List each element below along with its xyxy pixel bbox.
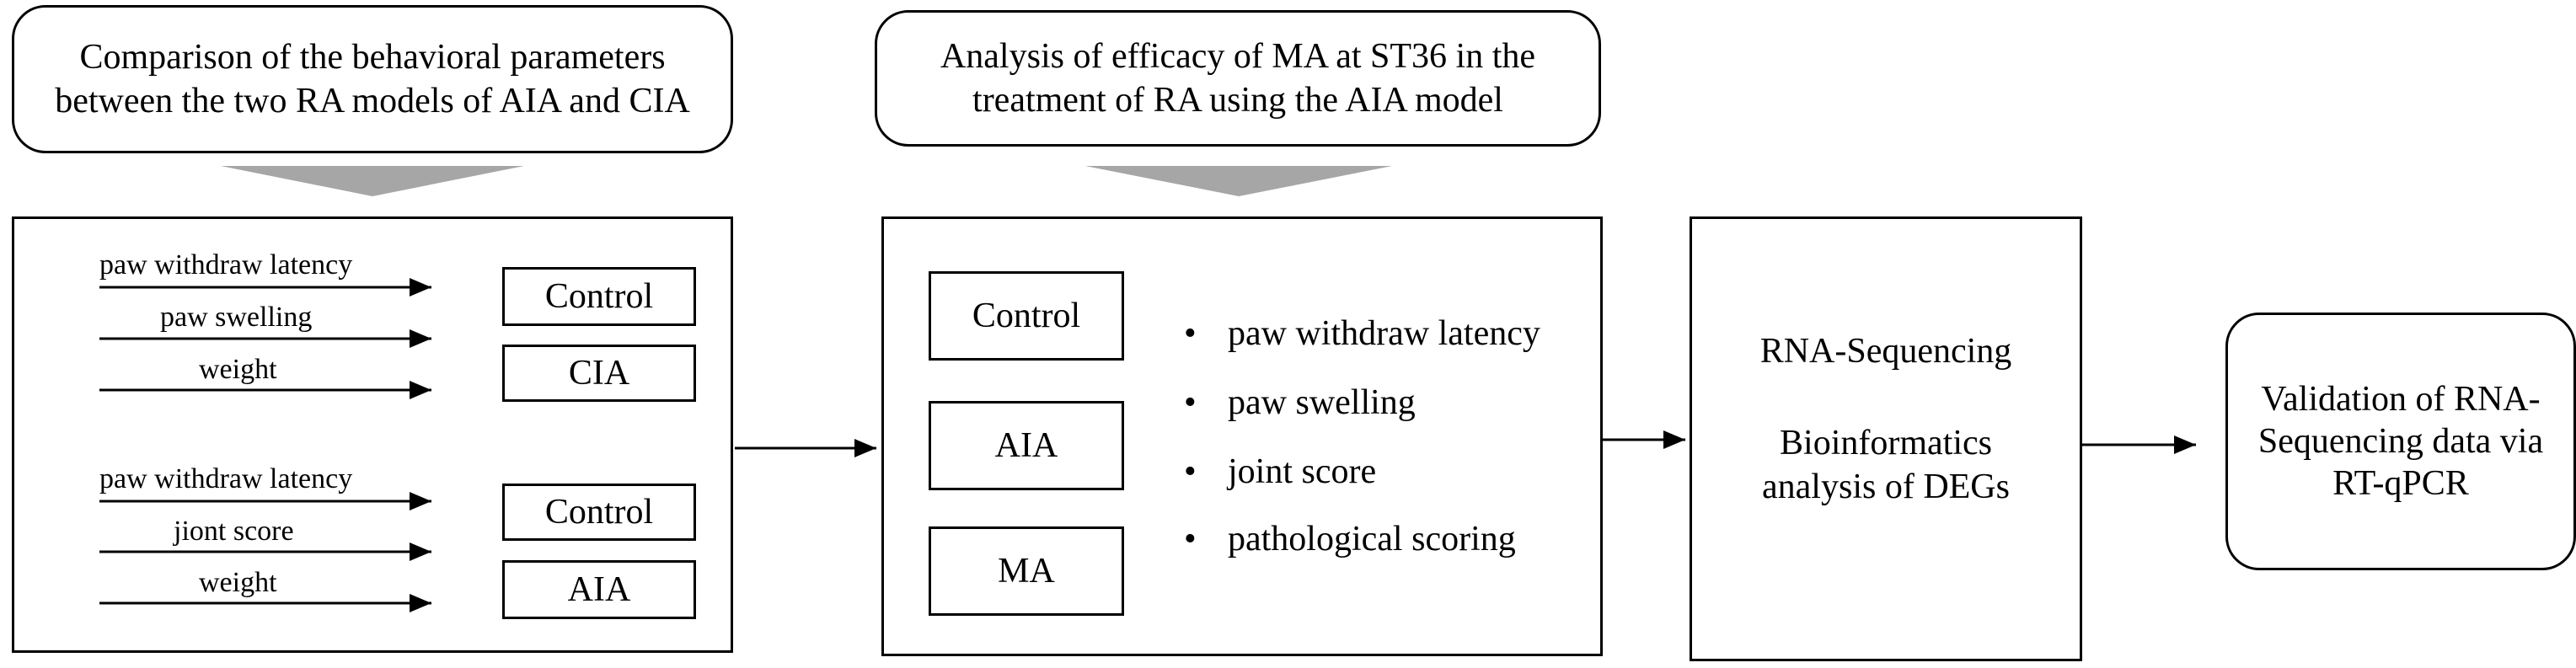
- bullet-text: pathological scoring: [1228, 520, 1516, 558]
- bullet-text: paw swelling: [1228, 383, 1416, 422]
- param-label: paw withdraw latency: [99, 249, 353, 281]
- left-panel: [12, 216, 733, 653]
- bullet-dot: •: [1184, 383, 1197, 422]
- group-box-ma-middle: MA: [929, 526, 1124, 616]
- bioinformatics-label: Bioinformatics analysis of DEGs: [1736, 421, 2036, 509]
- group-box-label: AIA: [567, 570, 631, 609]
- rna-sequencing-text: RNA-Sequencing: [1759, 332, 2012, 371]
- middle-panel: [881, 216, 1603, 656]
- top-box-efficacy-analysis: Analysis of efficacy of MA at ST36 in th…: [875, 10, 1601, 147]
- bullet-text: paw withdraw latency: [1228, 314, 1540, 353]
- param-label: weight: [199, 567, 277, 598]
- group-box-control-2: Control: [502, 484, 696, 541]
- bullet-text: joint score: [1228, 452, 1377, 491]
- group-box-label: Control: [544, 493, 654, 532]
- group-box-label: AIA: [994, 426, 1058, 465]
- validation-text: Validation of RNA-Sequencing data via RT…: [2257, 380, 2544, 503]
- param-label: paw swelling: [160, 302, 313, 333]
- rna-panel: [1690, 216, 2082, 661]
- bullet-item: • pathological scoring: [1184, 519, 1516, 559]
- group-box-label: MA: [998, 552, 1055, 591]
- chevron-left-icon: [221, 166, 524, 196]
- group-box-aia-middle: AIA: [929, 401, 1124, 490]
- group-box-label: Control: [972, 297, 1081, 335]
- bullet-dot: •: [1184, 452, 1197, 491]
- group-box-label: CIA: [568, 354, 630, 393]
- rna-sequencing-label: RNA-Sequencing: [1690, 330, 2082, 372]
- top-box-model-comparison-text: Comparison of the behavioral parameters …: [55, 38, 690, 120]
- bullet-item: • joint score: [1184, 452, 1376, 492]
- bullet-dot: •: [1184, 314, 1197, 353]
- top-box-efficacy-analysis-text: Analysis of efficacy of MA at ST36 in th…: [940, 37, 1536, 120]
- bioinformatics-text: Bioinformatics analysis of DEGs: [1762, 424, 2010, 506]
- param-label: weight: [199, 354, 277, 385]
- chevron-middle-icon: [1085, 166, 1392, 196]
- group-box-cia: CIA: [502, 345, 696, 402]
- group-box-control: Control: [502, 267, 696, 326]
- group-box-aia: AIA: [502, 560, 696, 619]
- validation-box: Validation of RNA-Sequencing data via RT…: [2225, 313, 2576, 570]
- top-box-model-comparison: Comparison of the behavioral parameters …: [12, 5, 733, 153]
- param-label: jiont score: [174, 516, 294, 547]
- bullet-item: • paw swelling: [1184, 382, 1416, 423]
- group-box-label: Control: [544, 277, 654, 316]
- bullet-dot: •: [1184, 520, 1197, 558]
- group-box-control-middle: Control: [929, 271, 1124, 361]
- param-label: paw withdraw latency: [99, 463, 353, 494]
- bullet-item: • paw withdraw latency: [1184, 313, 1540, 354]
